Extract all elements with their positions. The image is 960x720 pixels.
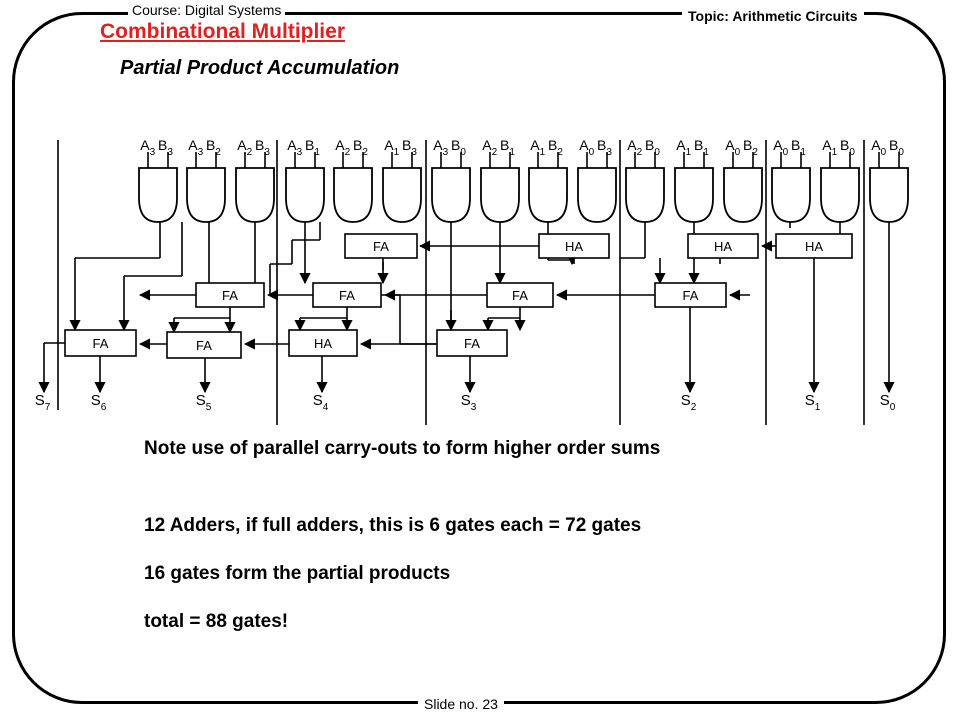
- adder-fa-box: [436, 329, 508, 357]
- and-gate: [285, 167, 325, 223]
- sum-output-label: S2: [681, 392, 700, 413]
- and-gate: [480, 167, 520, 223]
- slide-title: Combinational Multiplier: [98, 20, 347, 44]
- and-gate: [577, 167, 617, 223]
- adder-label: FA: [196, 338, 212, 353]
- gate-input-label: A2 B2: [335, 137, 370, 158]
- and-gate: [820, 167, 860, 223]
- note-total-gates: total = 88 gates!: [144, 611, 289, 632]
- adder-fa-box: [486, 282, 554, 308]
- adder-label: FA: [373, 239, 389, 254]
- gate-input-label: A3 B0: [433, 137, 468, 158]
- gate-input-label: A3 B1: [287, 137, 322, 158]
- adder-label: FA: [464, 336, 480, 351]
- and-gate: [431, 167, 471, 223]
- note-parallel-carry: Note use of parallel carry-outs to form …: [144, 438, 661, 459]
- adder-fa-box: [312, 282, 382, 308]
- sum-output-label: S3: [461, 392, 480, 413]
- and-gate: [625, 167, 665, 223]
- gate-input-label: A0 B0: [871, 137, 906, 158]
- adder-fa-box: [654, 282, 727, 308]
- adder-label: FA: [339, 288, 355, 303]
- adder-label: HA: [314, 336, 332, 351]
- and-gate: [333, 167, 373, 223]
- and-gate: [528, 167, 568, 223]
- and-gate: [138, 167, 178, 223]
- sum-output-label: S1: [805, 392, 824, 413]
- gate-input-label: A1 B1: [676, 137, 711, 158]
- adder-ha-box: [775, 233, 853, 259]
- and-gate: [186, 167, 226, 223]
- topic-label: Topic: Arithmetic Circuits: [682, 8, 864, 24]
- sum-output-label: S0: [880, 392, 899, 413]
- adder-label: HA: [565, 239, 583, 254]
- gate-input-label: A0 B2: [725, 137, 760, 158]
- note-partial-products: 16 gates form the partial products: [144, 563, 451, 584]
- gate-input-label: A1 B0: [822, 137, 857, 158]
- gate-input-label: A3 B3: [140, 137, 175, 158]
- sum-output-label: S7: [35, 392, 54, 413]
- sum-output-label: S4: [313, 392, 332, 413]
- and-gate: [382, 167, 422, 223]
- gate-input-label: A0 B1: [773, 137, 808, 158]
- adder-fa-box: [344, 233, 418, 259]
- course-label: Course: Digital Systems: [128, 2, 286, 18]
- gate-input-label: A2 B1: [482, 137, 517, 158]
- and-gate: [674, 167, 714, 223]
- gate-input-label: A2 B3: [237, 137, 272, 158]
- adder-fa-box: [166, 331, 242, 359]
- adder-label: FA: [683, 288, 699, 303]
- gate-input-label: A1 B3: [384, 137, 419, 158]
- sum-output-label: S6: [91, 392, 110, 413]
- slide-number: Slide no. 23: [418, 696, 504, 712]
- sum-output-label: S5: [196, 392, 215, 413]
- adder-label: HA: [714, 239, 732, 254]
- and-gate: [235, 167, 275, 223]
- slide-subtitle: Partial Product Accumulation: [120, 57, 400, 79]
- gate-input-label: A3 B2: [188, 137, 223, 158]
- and-gate: [869, 167, 909, 223]
- gate-input-label: A1 B2: [530, 137, 565, 158]
- adder-ha-box: [687, 233, 759, 259]
- note-adder-count: 12 Adders, if full adders, this is 6 gat…: [144, 515, 642, 536]
- adder-label: FA: [512, 288, 528, 303]
- adder-label: FA: [222, 288, 238, 303]
- adder-label: FA: [93, 336, 109, 351]
- adder-fa-box: [64, 329, 137, 357]
- adder-ha-box: [538, 233, 610, 259]
- gate-input-label: A2 B0: [627, 137, 662, 158]
- and-gate: [723, 167, 763, 223]
- adder-fa-box: [195, 282, 265, 308]
- and-gate: [771, 167, 811, 223]
- adder-ha-box: [288, 329, 358, 357]
- gate-input-label: A0 B3: [579, 137, 614, 158]
- adder-label: HA: [805, 239, 823, 254]
